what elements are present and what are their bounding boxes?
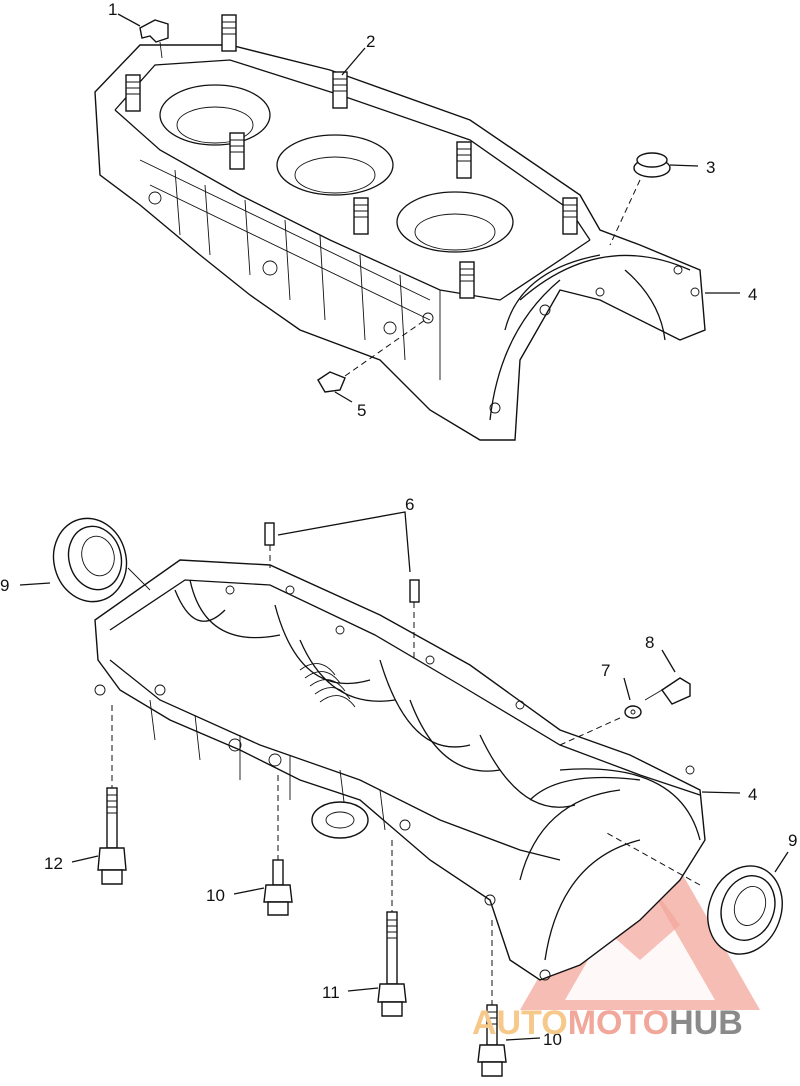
bolt-part-10-right	[477, 920, 541, 1077]
washer-part-7	[623, 677, 642, 719]
watermark-text-auto: AUTO	[472, 1004, 568, 1042]
callout-2: 2	[366, 32, 375, 51]
bolt-part-8	[559, 649, 691, 746]
callout-1: 1	[108, 0, 117, 19]
dowel-part-5	[317, 319, 426, 403]
watermark-text: AUTOMOTOHUB	[472, 1004, 743, 1042]
plug-part-3	[609, 152, 699, 246]
watermark-text-moto: MOTO	[568, 1004, 669, 1042]
callout-4-lower: 4	[748, 785, 757, 804]
cylinder-studs	[125, 14, 578, 299]
callout-8: 8	[645, 633, 654, 652]
callout-4-upper: 4	[748, 285, 757, 304]
bolt-part-10-left	[233, 775, 293, 916]
callout-3: 3	[706, 158, 715, 177]
dowels-part-6	[264, 511, 420, 660]
callout-12: 12	[44, 854, 63, 873]
oil-seal-part-9-left	[19, 517, 151, 603]
callout-9-left: 9	[0, 576, 9, 595]
watermark-text-hub: HUB	[669, 1004, 743, 1042]
callout-labels: 1 2 3 4 5 6 7 8 9 9 4 12 10 11 10	[0, 0, 797, 1049]
callout-10-right: 10	[543, 1030, 562, 1049]
callout-7: 7	[601, 661, 610, 680]
upper-crankcase-half	[94, 44, 706, 441]
lower-crankcase-half	[94, 559, 706, 981]
bolt-part-11	[347, 840, 407, 1017]
callout-11: 11	[322, 983, 340, 1002]
bolt-part-12	[71, 705, 127, 885]
callout-6: 6	[405, 495, 414, 514]
callout-5: 5	[357, 401, 366, 420]
callout-10-left: 10	[206, 886, 225, 905]
elbow-fitting-part-1	[117, 13, 169, 59]
callout-9-right: 9	[788, 831, 797, 850]
oil-seal-part-9-right	[604, 831, 789, 955]
